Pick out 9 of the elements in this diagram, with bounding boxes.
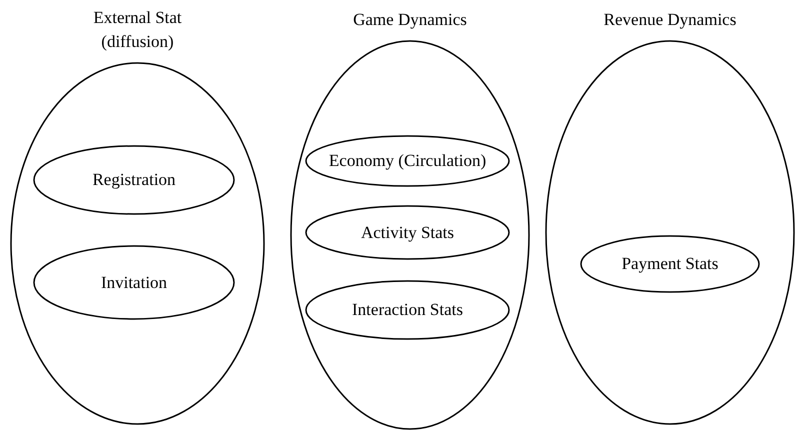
group-heading: Game Dynamics bbox=[352, 9, 468, 31]
stat-label: Economy (Circulation) bbox=[328, 150, 486, 172]
group-heading: Revenue Dynamics bbox=[602, 9, 738, 31]
stat-label: Interaction Stats bbox=[352, 299, 463, 321]
stat-label: Payment Stats bbox=[622, 253, 718, 275]
group-heading: External Stat (diffusion) bbox=[92, 7, 183, 53]
stat-label: Registration bbox=[92, 169, 176, 191]
stat-label: Invitation bbox=[100, 272, 168, 294]
stat-label: Activity Stats bbox=[360, 222, 454, 244]
